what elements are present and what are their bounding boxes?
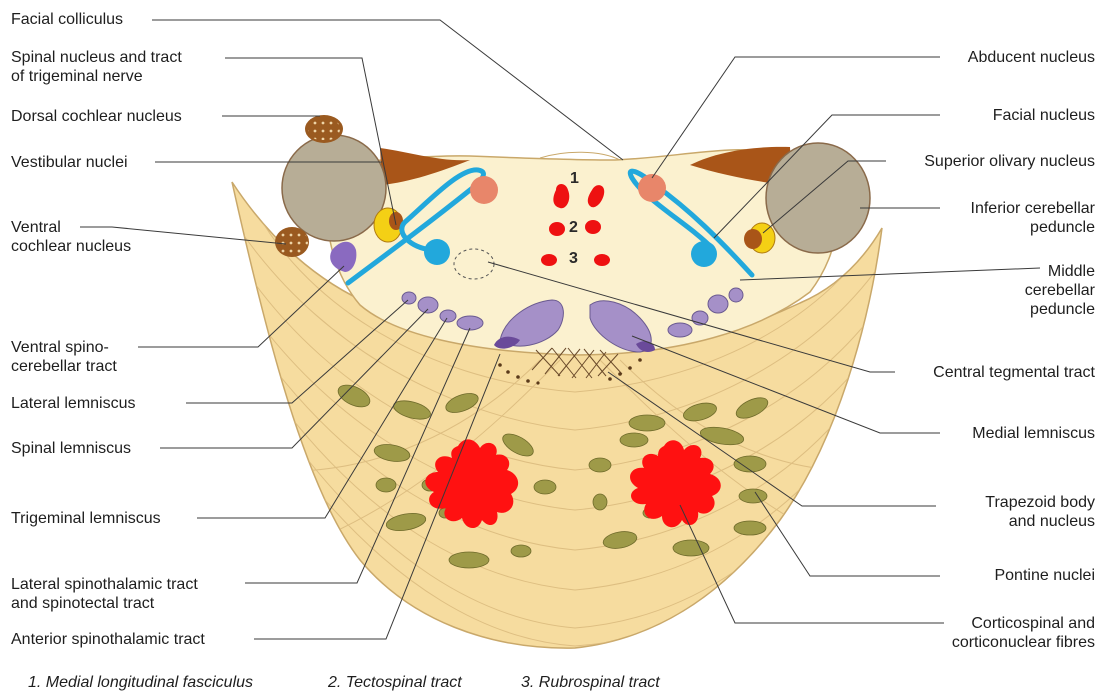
- label-facial-nucleus: Facial nucleus: [993, 106, 1095, 125]
- label-facial-colliculus: Facial colliculus: [11, 10, 123, 29]
- inferior-cerebellar-peduncle-left: [282, 135, 386, 241]
- label-anterior-spinothalamic: Anterior spinothalamic tract: [11, 630, 205, 649]
- rubrospinal-tract-right: [594, 254, 610, 266]
- label-trigeminal-lemniscus: Trigeminal lemniscus: [11, 509, 161, 528]
- label-central-tegmental: Central tegmental tract: [933, 363, 1095, 382]
- label-inferior-cerebellar: Inferior cerebellar peduncle: [971, 199, 1096, 237]
- label-middle-cerebellar: Middle cerebellar peduncle: [1025, 262, 1095, 319]
- label-spinal-lemniscus: Spinal lemniscus: [11, 439, 131, 458]
- number-3: 3: [569, 250, 578, 268]
- footnote-3: 3. Rubrospinal tract: [521, 674, 660, 692]
- label-medial-lemniscus: Medial lemniscus: [972, 424, 1095, 443]
- abducent-nucleus-left: [470, 176, 498, 204]
- label-trapezoid: Trapezoid body and nucleus: [985, 493, 1095, 531]
- label-corticospinal: Corticospinal and corticonuclear fibres: [952, 614, 1095, 652]
- label-abducent: Abducent nucleus: [968, 48, 1095, 67]
- number-2: 2: [569, 219, 578, 237]
- spinal-lemniscus: [418, 297, 438, 313]
- facial-nucleus-left: [424, 239, 450, 265]
- footnote-1: 1. Medial longitudinal fasciculus: [28, 674, 253, 692]
- tectospinal-tract-right: [585, 220, 601, 234]
- label-dorsal-cochlear: Dorsal cochlear nucleus: [11, 107, 182, 126]
- label-vestibular: Vestibular nuclei: [11, 153, 128, 172]
- label-lateral-spinothalamic: Lateral spinothalamic tract and spinotec…: [11, 575, 198, 613]
- label-lateral-lemniscus: Lateral lemniscus: [11, 394, 136, 413]
- rubrospinal-tract-left: [541, 254, 557, 266]
- facial-nucleus-right: [691, 241, 717, 267]
- label-superior-olivary: Superior olivary nucleus: [924, 152, 1095, 171]
- lateral-lemniscus: [402, 292, 416, 304]
- label-spinal-trigeminal: Spinal nucleus and tract of trigeminal n…: [11, 48, 182, 86]
- label-pontine-nuclei: Pontine nuclei: [994, 566, 1095, 585]
- abducent-nucleus-right: [638, 174, 666, 202]
- lateral-spinothalamic: [457, 316, 483, 330]
- inferior-cerebellar-peduncle-right: [766, 143, 870, 253]
- label-ventral-cochlear: Ventral cochlear nucleus: [11, 218, 131, 256]
- label-ventral-spinocerebellar: Ventral spino- cerebellar tract: [11, 338, 117, 376]
- trigeminal-lemniscus: [440, 310, 456, 322]
- footnote-2: 2. Tectospinal tract: [328, 674, 462, 692]
- number-1: 1: [570, 170, 579, 188]
- tectospinal-tract-left: [549, 222, 565, 236]
